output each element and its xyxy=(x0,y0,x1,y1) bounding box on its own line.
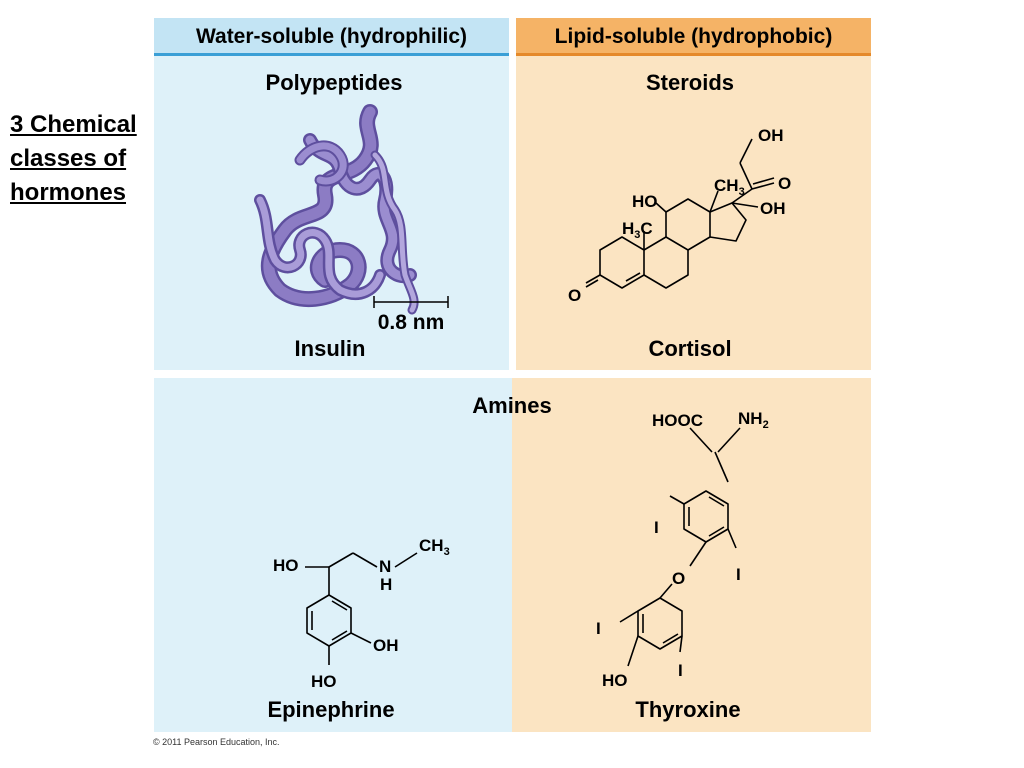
epinephrine-ho-top: HO xyxy=(273,556,299,575)
insulin-ribbon-illustration xyxy=(254,104,419,315)
amines-lipid-panel xyxy=(512,378,871,732)
epinephrine-ho-bottom: HO xyxy=(311,672,337,691)
cortisol-label: Cortisol xyxy=(648,336,732,361)
thyroxine-i2: I xyxy=(736,565,741,584)
epinephrine-ch3: CH3 xyxy=(419,536,450,558)
cortisol-structure: OH O OH CH3 HO H3C O xyxy=(568,126,791,305)
thyroxine-hooc: HOOC xyxy=(652,411,703,430)
insulin-label: Insulin xyxy=(294,336,366,361)
epinephrine-label: Epinephrine xyxy=(267,697,395,722)
thyroxine-nh2: NH2 xyxy=(738,409,769,431)
epinephrine-n: N xyxy=(379,557,391,576)
thyroxine-o: O xyxy=(672,569,685,588)
copyright-notice: © 2011 Pearson Education, Inc. xyxy=(153,737,280,747)
water-soluble-header: Water-soluble (hydrophilic) xyxy=(154,18,509,56)
thyroxine-i4: I xyxy=(678,661,683,680)
polypeptides-label: Polypeptides xyxy=(265,70,403,95)
steroids-panel xyxy=(516,56,871,370)
lipid-soluble-header: Lipid-soluble (hydrophobic) xyxy=(516,18,871,56)
cortisol-oh-top: OH xyxy=(758,126,784,145)
cortisol-ketone-o: O xyxy=(778,174,791,193)
epinephrine-h: H xyxy=(380,575,392,594)
cortisol-oh-right: OH xyxy=(760,199,786,218)
epinephrine-oh: OH xyxy=(373,636,399,655)
amines-water-panel xyxy=(154,378,512,732)
scale-bar xyxy=(373,296,449,308)
polypeptides-panel xyxy=(154,56,509,370)
cortisol-ch3: CH3 xyxy=(714,176,745,198)
side-title-line-2: classes of xyxy=(10,145,127,172)
side-title-line-1: 3 Chemical xyxy=(10,111,137,138)
thyroxine-ho: HO xyxy=(602,671,628,690)
thyroxine-i3: I xyxy=(596,619,601,638)
thyroxine-structure: HOOC NH2 I I O I I HO xyxy=(596,409,769,690)
thyroxine-i1: I xyxy=(654,518,659,537)
side-title: 3 Chemical classes of hormones xyxy=(10,108,137,210)
cortisol-ho: HO xyxy=(632,192,658,211)
amines-label: Amines xyxy=(472,393,552,418)
cortisol-ring-o: O xyxy=(568,286,581,305)
scale-bar-label: 0.8 nm xyxy=(377,311,445,334)
side-title-line-3: hormones xyxy=(10,179,127,206)
steroids-label: Steroids xyxy=(645,70,735,95)
cortisol-h3c: H3C xyxy=(622,219,653,241)
epinephrine-structure: HO N H CH3 OH HO xyxy=(273,536,450,691)
thyroxine-label: Thyroxine xyxy=(635,697,741,722)
